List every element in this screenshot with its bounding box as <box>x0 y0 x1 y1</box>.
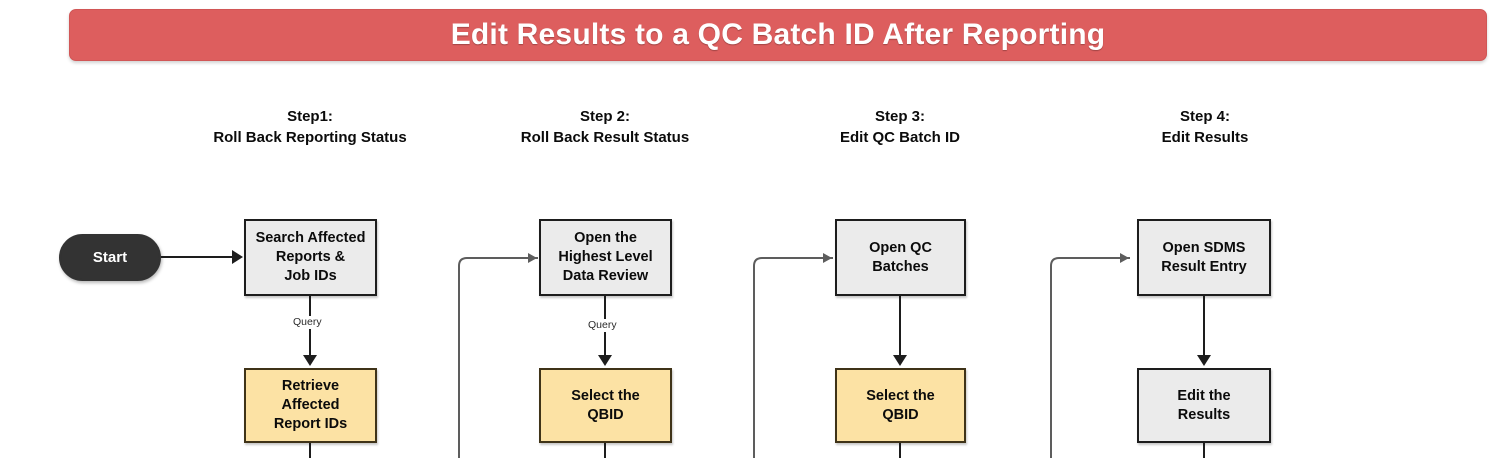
step-3-number: Step 3: <box>874 108 925 125</box>
node-open-sdms-result-entry[interactable]: Open SDMS Result Entry <box>1137 219 1271 296</box>
node-select-qbid-step2-line2: QBID <box>587 406 624 423</box>
node-edit-the-results[interactable]: Edit the Results <box>1137 368 1271 443</box>
node-open-data-review-line2: Highest Level <box>558 249 653 265</box>
edge-label-query-2: Query <box>586 319 619 332</box>
node-search-affected-reports-line3: Job IDs <box>284 268 337 284</box>
arrowhead-search-to-retrieve <box>303 355 317 366</box>
step-2-name: Roll Back Result Status <box>520 129 690 146</box>
node-edit-the-results-line1: Edit the <box>1177 387 1231 404</box>
loopback-connector-step3 <box>753 257 833 458</box>
step-4-name: Edit Results <box>1161 129 1249 146</box>
node-search-affected-reports-line2: Reports & <box>275 249 346 265</box>
arrowhead-datareview-to-qbid <box>598 355 612 366</box>
node-select-qbid-step2[interactable]: Select the QBID <box>539 368 672 443</box>
node-open-sdms-result-entry-line2: Result Entry <box>1161 258 1247 275</box>
arrowhead-qcbatches-to-qbid <box>893 355 907 366</box>
connector-start-to-search <box>161 256 233 258</box>
arrowhead-loopback-step2 <box>528 252 537 263</box>
node-start-label: Start <box>92 249 128 266</box>
loopback-connector-step4 <box>1050 257 1130 458</box>
node-open-qc-batches-line2: Batches <box>872 258 929 275</box>
node-select-qbid-step3-line2: QBID <box>882 406 919 423</box>
node-open-data-review-line1: Open the <box>574 230 637 246</box>
title-banner: Edit Results to a QC Batch ID After Repo… <box>69 9 1487 61</box>
step-3-name: Edit QC Batch ID <box>839 129 960 146</box>
node-open-sdms-result-entry-line1: Open SDMS <box>1162 239 1246 256</box>
node-open-qc-batches-line1: Open QC <box>869 239 932 256</box>
step-header-2: Step 2: Roll Back Result Status <box>480 106 730 148</box>
arrowhead-loopback-step4 <box>1120 252 1129 263</box>
node-start[interactable]: Start <box>59 234 161 281</box>
node-open-data-review-line3: Data Review <box>562 268 649 284</box>
node-open-data-review[interactable]: Open the Highest Level Data Review <box>539 219 672 296</box>
node-select-qbid-step3[interactable]: Select the QBID <box>835 368 966 443</box>
node-retrieve-affected-report-ids-line1: Retrieve <box>281 378 340 394</box>
node-retrieve-affected-report-ids[interactable]: Retrieve Affected Report IDs <box>244 368 377 443</box>
connector-select-qbid-step3-downward <box>899 443 901 458</box>
step-4-number: Step 4: <box>1179 108 1230 125</box>
connector-retrieve-downward <box>309 443 311 458</box>
node-search-affected-reports[interactable]: Search Affected Reports & Job IDs <box>244 219 377 296</box>
arrowhead-start-to-search <box>232 250 243 264</box>
connector-select-qbid-step2-downward <box>604 443 606 458</box>
connector-sdms-to-edit-results <box>1203 296 1205 358</box>
node-search-affected-reports-line1: Search Affected <box>255 230 366 246</box>
edge-label-query-1: Query <box>291 316 324 329</box>
node-select-qbid-step2-line1: Select the <box>571 387 640 404</box>
node-select-qbid-step3-line1: Select the <box>866 387 935 404</box>
page-title: Edit Results to a QC Batch ID After Repo… <box>450 18 1106 51</box>
step-2-number: Step 2: <box>579 108 630 125</box>
step-header-3: Step 3: Edit QC Batch ID <box>775 106 1025 148</box>
step-1-number: Step1: <box>287 108 333 125</box>
loopback-connector-step2 <box>458 257 538 458</box>
node-retrieve-affected-report-ids-line3: Report IDs <box>273 416 348 432</box>
connector-edit-results-downward <box>1203 443 1205 458</box>
arrowhead-loopback-step3 <box>823 252 832 263</box>
connector-qcbatches-to-qbid <box>899 296 901 358</box>
node-open-qc-batches[interactable]: Open QC Batches <box>835 219 966 296</box>
arrowhead-sdms-to-edit-results <box>1197 355 1211 366</box>
step-header-1: Step1: Roll Back Reporting Status <box>185 106 435 148</box>
node-retrieve-affected-report-ids-line2: Affected <box>281 397 340 413</box>
step-header-4: Step 4: Edit Results <box>1080 106 1330 148</box>
node-edit-the-results-line2: Results <box>1177 406 1231 423</box>
step-1-name: Roll Back Reporting Status <box>213 129 407 146</box>
